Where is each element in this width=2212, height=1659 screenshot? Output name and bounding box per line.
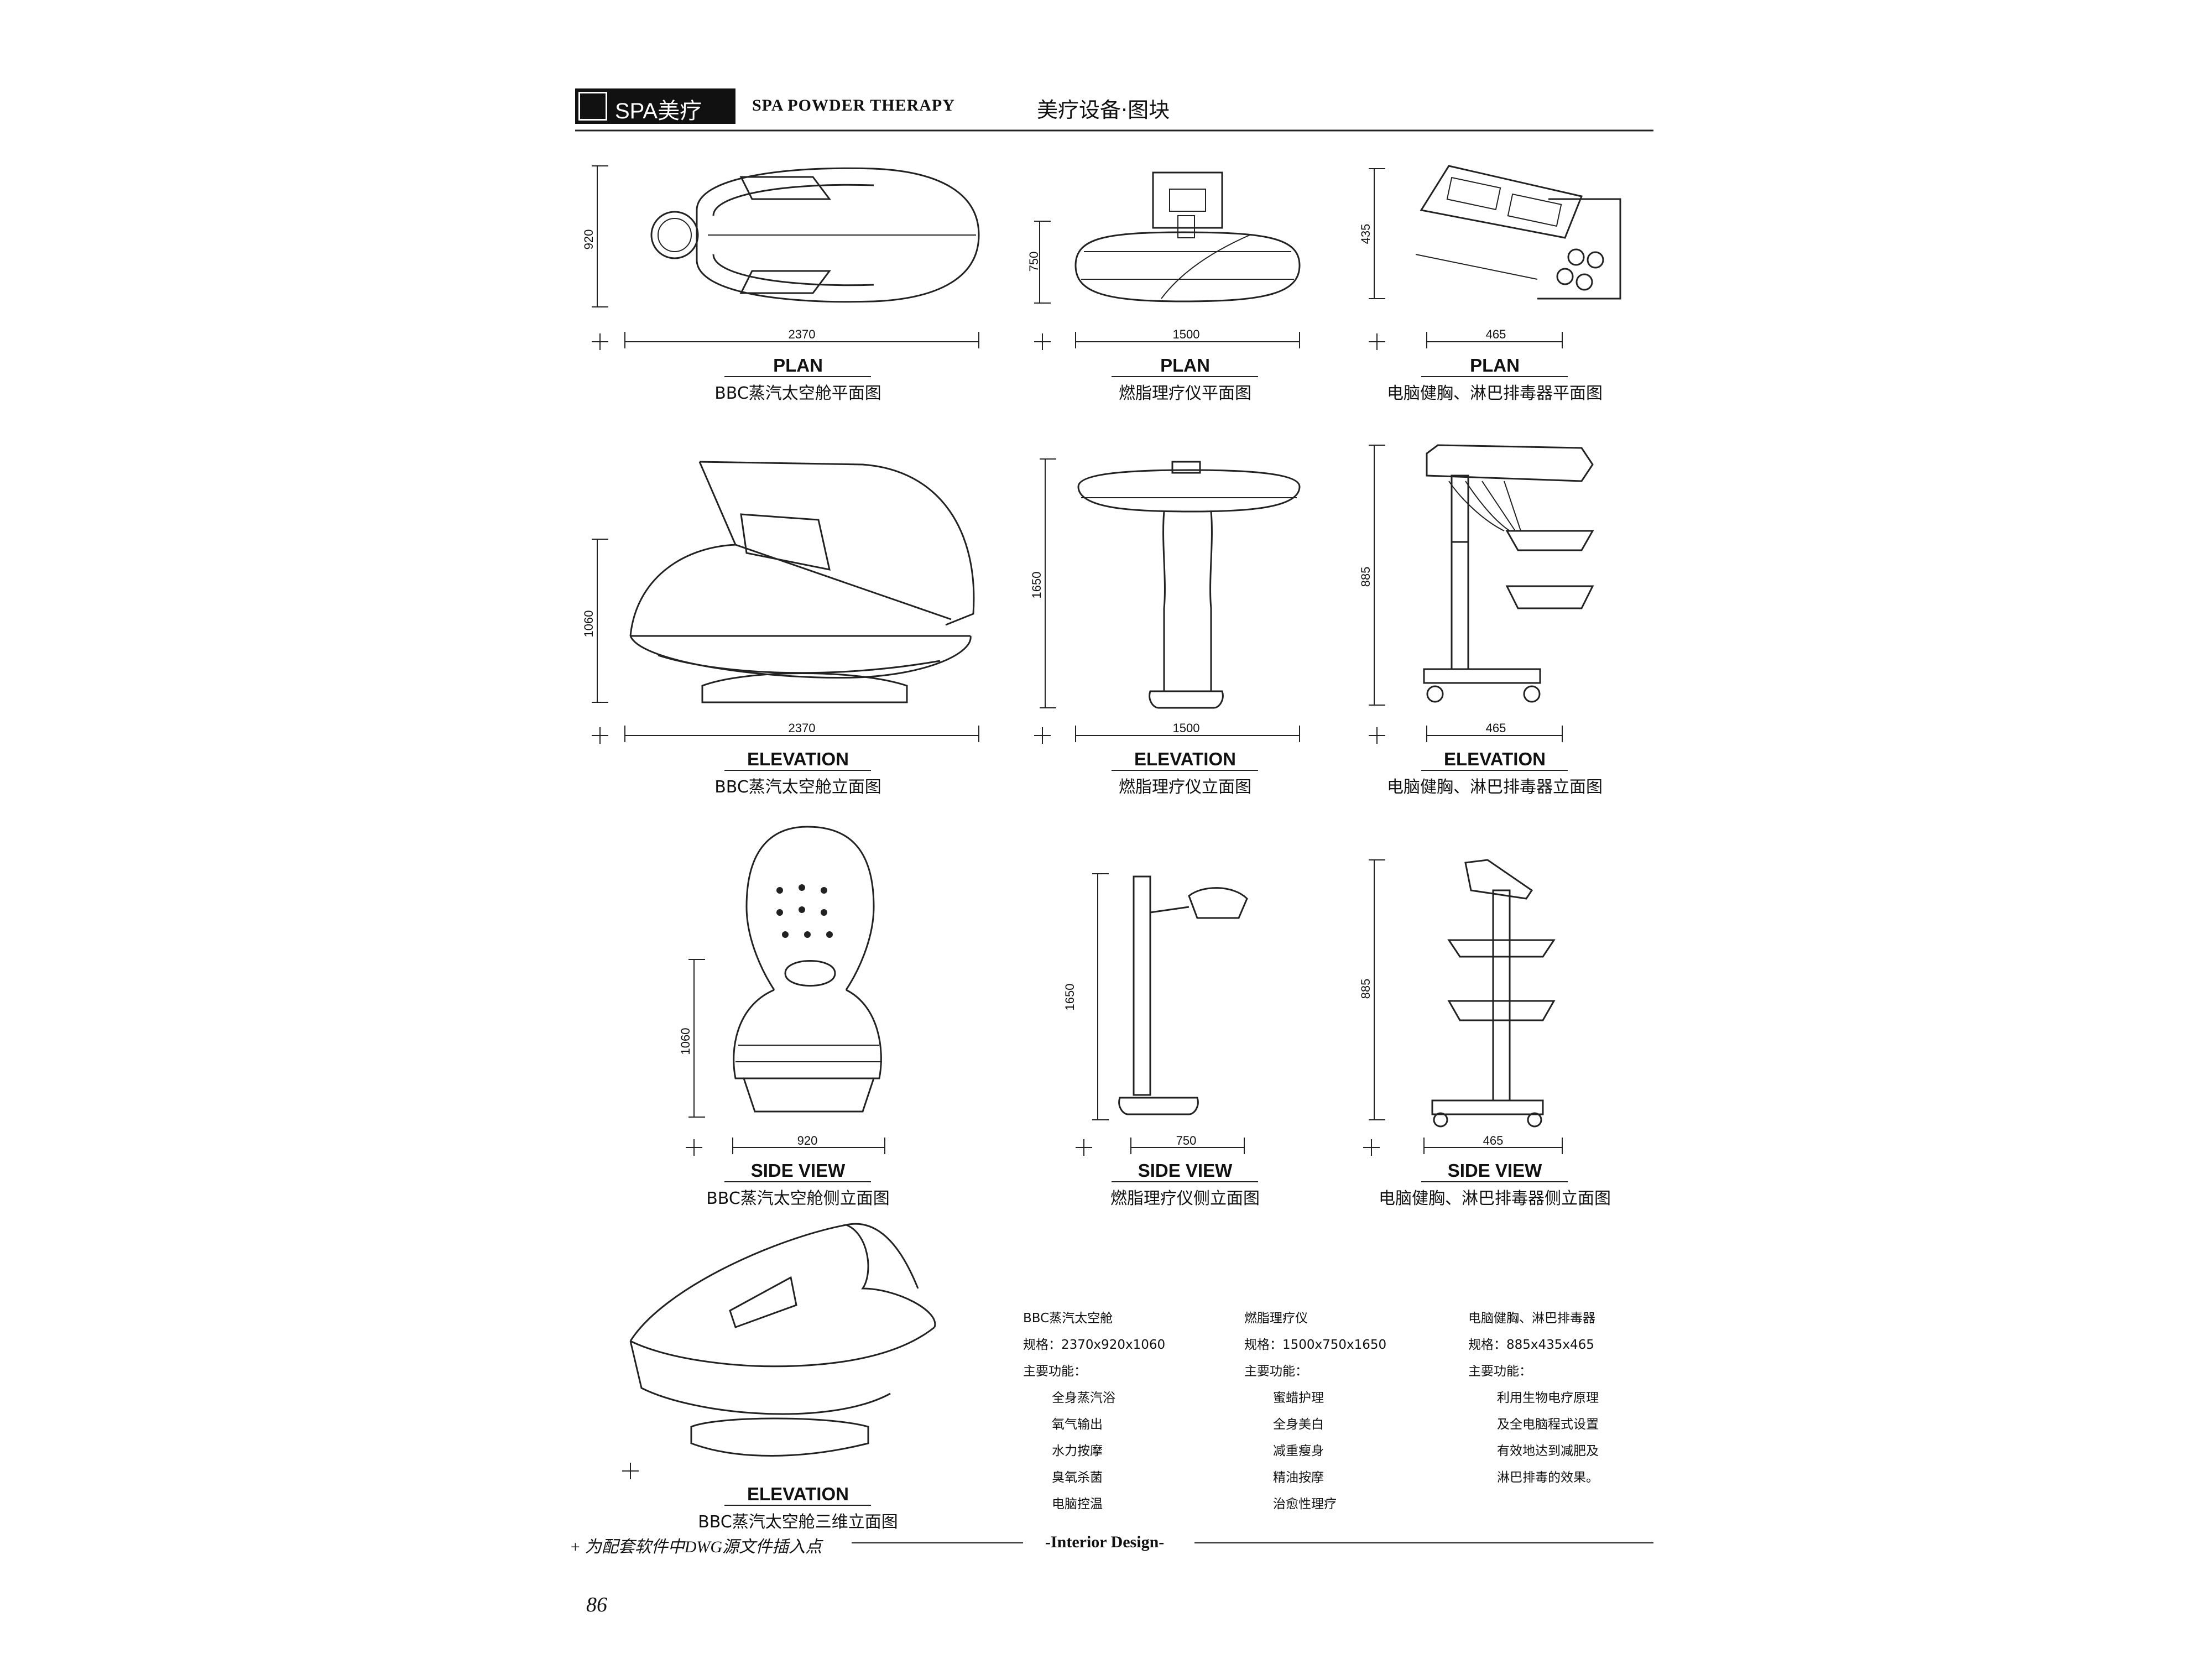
spec-func-label: 主要功能： [1244,1364,1308,1379]
footer-note: + 为配套软件中DWG源文件插入点 [570,1538,822,1556]
spec-function: 有效地达到减肥及 [1497,1444,1599,1458]
caption-elev4: BBC蒸汽太空舱三维立面图 [698,1512,898,1532]
view-title-side1: SIDE VIEW [750,1160,846,1181]
view-title-elev4: ELEVATION [747,1484,849,1504]
spec-column-fat-burner: 燃脂理疗仪 规格：1500x750x1650 主要功能： 蜜蜡护理 全身美白 减… [1244,1305,1386,1517]
logo-mark-icon [578,92,607,121]
view-title-plan2: PLAN [1160,355,1210,375]
view-title-elev3: ELEVATION [1444,749,1546,769]
spec-size: 规格：2370x920x1060 [1023,1338,1166,1352]
spec-function: 精油按摩 [1273,1470,1324,1485]
dim-plan2-w: 1500 [1172,327,1200,341]
lymph-device-plan-drawing [1415,165,1621,300]
spec-function: 及全电脑程式设置 [1497,1417,1599,1432]
spec-column-lymph-device: 电脑健胸、淋巴排毒器 规格：885x435x465 主要功能： 利用生物电疗原理… [1468,1305,1599,1491]
dim-side2-w: 750 [1176,1134,1197,1147]
spec-function: 全身蒸汽浴 [1052,1391,1115,1405]
caption-elev2: 燃脂理疗仪立面图 [1119,778,1251,797]
caption-plan2: 燃脂理疗仪平面图 [1119,384,1251,403]
spec-function: 治愈性理疗 [1273,1497,1337,1511]
capsule-vent-dots [776,884,833,938]
view-title-side2: SIDE VIEW [1138,1160,1233,1181]
view-title-plan3: PLAN [1470,355,1520,375]
dim-elev2-h: 1650 [1030,571,1044,599]
caption-elev1: BBC蒸汽太空舱立面图 [714,778,881,797]
dim-side2-h: 1650 [1063,983,1077,1011]
dim-elev1-h: 1060 [582,610,596,638]
dim-elev1-w: 2370 [788,721,816,735]
caption-side3: 电脑健胸、淋巴排毒器侧立面图 [1379,1189,1611,1208]
footer-design-label: -Interior Design- [1045,1533,1165,1551]
spa-capsule-side-drawing [733,826,882,1113]
spec-function: 减重瘦身 [1273,1444,1324,1458]
fat-burner-plan-drawing [1074,171,1301,302]
caption-plan1: BBC蒸汽太空舱平面图 [714,384,881,403]
dim-plan3-h: 435 [1359,223,1373,244]
spa-capsule-3d-drawing [629,1223,936,1457]
spec-name: 电脑健胸、淋巴排毒器 [1468,1311,1595,1326]
spec-func-label: 主要功能： [1468,1364,1532,1379]
dim-plan1-w: 2370 [788,327,816,341]
view-title-side3: SIDE VIEW [1447,1160,1542,1181]
spa-capsule-elevation-drawing [629,461,975,703]
dim-elev2-w: 1500 [1172,721,1200,735]
caption-side1: BBC蒸汽太空舱侧立面图 [706,1189,890,1208]
header-title-en: SPA POWDER THERAPY [752,96,955,114]
spec-name: BBC蒸汽太空舱 [1023,1311,1113,1326]
spa-capsule-plan-drawing [650,167,980,303]
dim-plan2-h: 750 [1027,251,1041,272]
dim-plan1-h: 920 [582,229,596,250]
view-title-elev2: ELEVATION [1134,749,1236,769]
spec-function: 全身美白 [1273,1417,1324,1432]
view-title-plan1: PLAN [773,355,823,375]
page-number: 86 [586,1593,607,1616]
spec-function: 水力按摩 [1052,1444,1103,1458]
dim-elev3-h: 885 [1359,566,1373,587]
spec-function: 臭氧杀菌 [1052,1470,1103,1485]
spec-function: 氧气输出 [1052,1417,1103,1432]
lymph-device-elevation-drawing [1423,444,1594,703]
header-title-cn: 美疗设备·图块 [1037,98,1170,122]
brand-logo: SPA美疗 [575,88,735,124]
lymph-device-side-drawing [1431,859,1556,1128]
dim-side1-w: 920 [797,1134,818,1147]
fat-burner-side-drawing [1118,875,1248,1115]
spec-function: 电脑控温 [1052,1497,1103,1511]
caption-plan3: 电脑健胸、淋巴排毒器平面图 [1387,384,1603,403]
spec-func-label: 主要功能： [1023,1364,1087,1379]
spec-column-capsule: BBC蒸汽太空舱 规格：2370x920x1060 主要功能： 全身蒸汽浴 氧气… [1023,1305,1165,1517]
spec-size: 规格：1500x750x1650 [1244,1338,1387,1352]
spec-size: 规格：885x435x465 [1468,1338,1594,1352]
spec-function: 蜜蜡护理 [1273,1391,1324,1405]
spec-name: 燃脂理疗仪 [1244,1311,1308,1326]
spec-function: 利用生物电疗原理 [1497,1391,1599,1405]
fat-burner-elevation-drawing [1077,461,1301,709]
logo-text: SPA美疗 [615,99,702,123]
dimension-lines [592,165,979,350]
dim-side1-h: 1060 [679,1027,692,1055]
view-title-elev1: ELEVATION [747,749,849,769]
caption-elev3: 电脑健胸、淋巴排毒器立面图 [1387,778,1603,797]
dim-side3-w: 465 [1483,1134,1504,1147]
spec-function: 淋巴排毒的效果。 [1497,1470,1599,1485]
caption-side2: 燃脂理疗仪侧立面图 [1110,1189,1260,1208]
dim-plan3-w: 465 [1485,327,1506,341]
dim-side3-h: 885 [1359,978,1373,999]
dim-elev3-w: 465 [1485,721,1506,735]
